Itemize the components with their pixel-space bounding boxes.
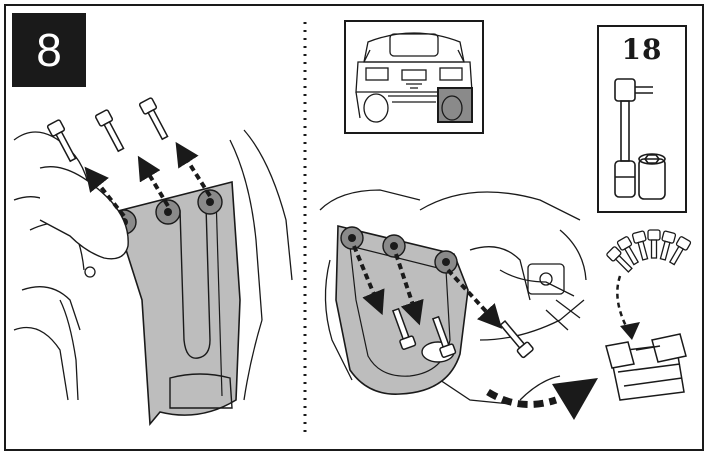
mounting-bracket-left <box>112 182 240 424</box>
hand-illustration <box>40 167 128 259</box>
bolt-icon <box>95 109 127 153</box>
toolbox-icon <box>606 334 686 400</box>
bolt-icon <box>47 119 79 163</box>
bolt-group-icon <box>606 230 691 274</box>
bolts-to-toolbox-arrow <box>617 276 640 340</box>
store-arrow <box>488 378 598 420</box>
bolt-icon <box>139 97 171 141</box>
